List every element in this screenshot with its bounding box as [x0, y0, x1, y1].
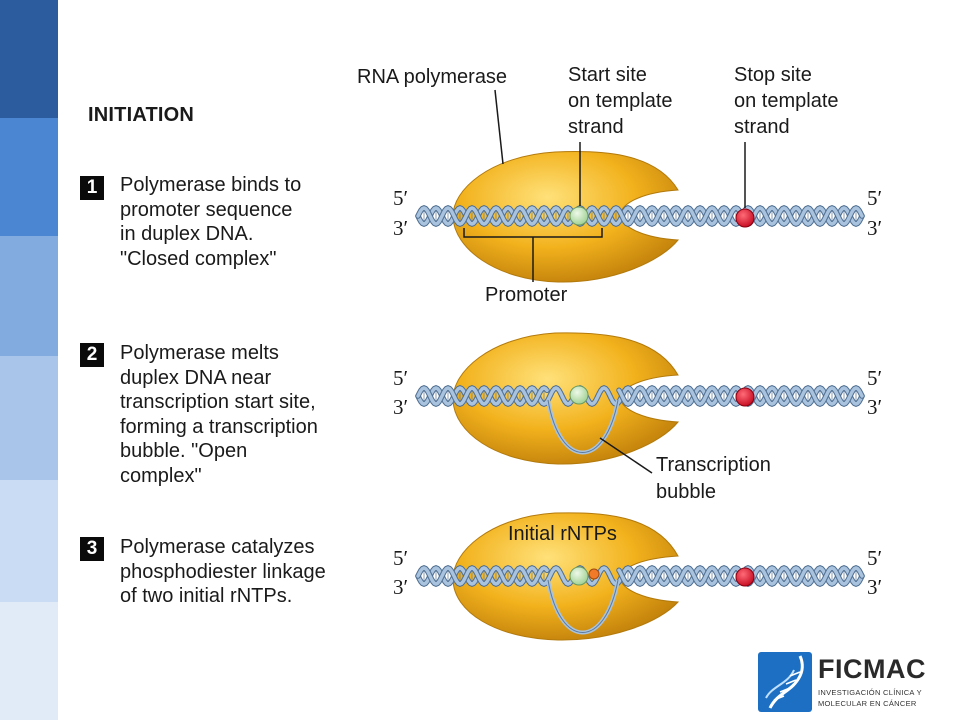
step-1-text: Polymerase binds to promoter sequence in… [120, 173, 301, 271]
dna-helix-logo-icon [758, 652, 812, 712]
five-prime-right: 5′ [867, 366, 882, 390]
five-prime-left: 5′ [393, 186, 408, 210]
transcription-bubble-label-line: bubble [656, 481, 716, 503]
dna-strand [416, 206, 864, 226]
step-text-line: Polymerase binds to [120, 174, 302, 196]
step-text-line: transcription start site, [120, 391, 316, 413]
three-prime-right: 3′ [867, 575, 882, 599]
start-site-label-line: strand [568, 116, 624, 138]
step-text-line: of two initial rNTPs. [120, 585, 293, 607]
rna-polymerase-label: RNA polymerase [357, 66, 507, 88]
step-text-line: complex" [120, 464, 202, 487]
start-site-marker [569, 385, 589, 405]
sidebar-block [0, 236, 58, 356]
row-3-diagram: 5′ 3′ 5′ 3′ [393, 512, 882, 641]
stop-site-marker [735, 208, 755, 228]
step-2-text: Polymerase melts duplex DNA near transcr… [120, 341, 318, 488]
start-site-marker [569, 206, 589, 226]
dna-duplex [415, 385, 865, 407]
logo-tagline-line: MOLECULAR EN CÁNCER [818, 699, 917, 708]
stop-site-marker [735, 567, 755, 587]
dna-duplex [415, 205, 865, 227]
promoter-bracket [463, 228, 603, 282]
ficmac-logo: FICMAC INVESTIGACIÓN CLÍNICA Y MOLECULAR… [758, 652, 934, 714]
step-text-line: in duplex DNA. [120, 223, 254, 245]
promoter-label: Promoter [485, 284, 568, 306]
sidebar-block [0, 602, 58, 720]
step-3-number: 3 [80, 537, 104, 561]
transcription-bubble-label-line: Transcription [656, 454, 771, 476]
stop-site-label-line: strand [734, 116, 790, 138]
start-site-label-line: Start site [568, 64, 647, 86]
stop-site-marker [735, 387, 755, 407]
five-prime-right: 5′ [867, 546, 882, 570]
five-prime-left: 5′ [393, 546, 408, 570]
section-heading: INITIATION [88, 104, 195, 126]
initial-rntp-green [569, 566, 589, 586]
step-text-line: bubble. "Open [120, 440, 248, 462]
step-2-number: 2 [80, 343, 104, 367]
step-text-line: "Closed complex" [120, 247, 277, 270]
stop-site-label-line: on template [734, 90, 839, 112]
step-1-number: 1 [80, 176, 104, 200]
step-text-line: forming a transcription [120, 415, 318, 438]
step-text-line: phosphodiester linkage [120, 560, 326, 583]
dna-duplex [415, 565, 865, 587]
row-2-diagram: 5′ 3′ 5′ 3′ [393, 332, 882, 474]
rna-polymerase-shape [452, 512, 680, 641]
start-site-label-line: on template [568, 90, 673, 112]
sidebar-block [0, 480, 58, 602]
initial-rntp-orange [588, 568, 600, 580]
dna-strand [416, 206, 864, 226]
step-3-text: Polymerase catalyzes phosphodiester link… [120, 535, 326, 609]
three-prime-left: 3′ [393, 395, 408, 419]
sidebar-color-bar [0, 0, 58, 720]
three-prime-left: 3′ [393, 216, 408, 240]
logo-tagline-line: INVESTIGACIÓN CLÍNICA Y [818, 688, 922, 697]
step-text-line: Polymerase melts [120, 342, 279, 364]
transcription-bubble-strand-edge [547, 579, 619, 633]
step-text-line: duplex DNA near [120, 366, 272, 389]
step-text-line: Polymerase catalyzes [120, 536, 315, 558]
row-1-diagram: 5′ 3′ 5′ 3′ [393, 89, 882, 283]
transcription-bubble-strand-edge [547, 399, 619, 453]
sidebar-block [0, 0, 58, 118]
three-prime-left: 3′ [393, 575, 408, 599]
stop-site-label-line: Stop site [734, 64, 812, 86]
dna-strand [416, 386, 864, 406]
rna-polymerase-leader [494, 89, 504, 165]
dna-strand [416, 566, 864, 586]
five-prime-left: 5′ [393, 366, 408, 390]
three-prime-right: 3′ [867, 395, 882, 419]
logo-name: FICMAC [818, 654, 926, 684]
five-prime-right: 5′ [867, 186, 882, 210]
transcription-bubble-leader [599, 437, 653, 474]
sidebar-block [0, 118, 58, 236]
sidebar-block [0, 356, 58, 480]
step-text-line: promoter sequence [120, 198, 293, 221]
three-prime-right: 3′ [867, 216, 882, 240]
initial-rntps-label: Initial rNTPs [508, 523, 617, 545]
